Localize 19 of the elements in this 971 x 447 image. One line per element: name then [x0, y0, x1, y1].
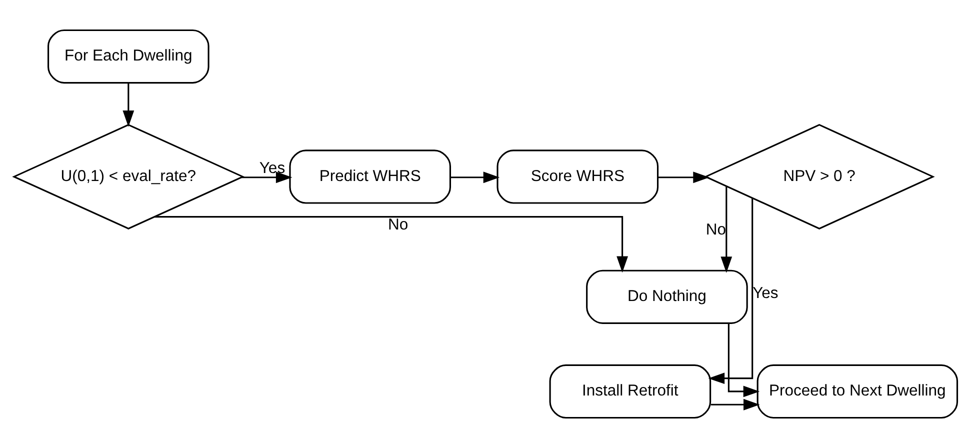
node-box: Do Nothing — [586, 269, 748, 324]
arrow — [720, 186, 732, 272]
arrow — [710, 398, 760, 410]
edge-label: No — [388, 216, 408, 233]
node-diamond: U(0,1) < eval_rate? — [12, 123, 245, 229]
node-box: Score WHRS — [496, 149, 659, 204]
edge-label: Yes — [752, 284, 778, 302]
arrow — [122, 82, 134, 126]
arrow — [241, 171, 292, 183]
node-box: Proceed to Next Dwelling — [756, 364, 958, 418]
node-box: Predict WHRS — [289, 149, 452, 204]
arrow — [658, 171, 710, 183]
edge-label: Yes — [259, 159, 286, 176]
arrow — [708, 198, 754, 384]
arrow — [728, 322, 760, 397]
node-box: Install Retrofit — [549, 364, 712, 418]
node-box: For Each Dwelling — [48, 28, 210, 84]
arrow — [450, 171, 500, 183]
arrow — [154, 215, 628, 272]
